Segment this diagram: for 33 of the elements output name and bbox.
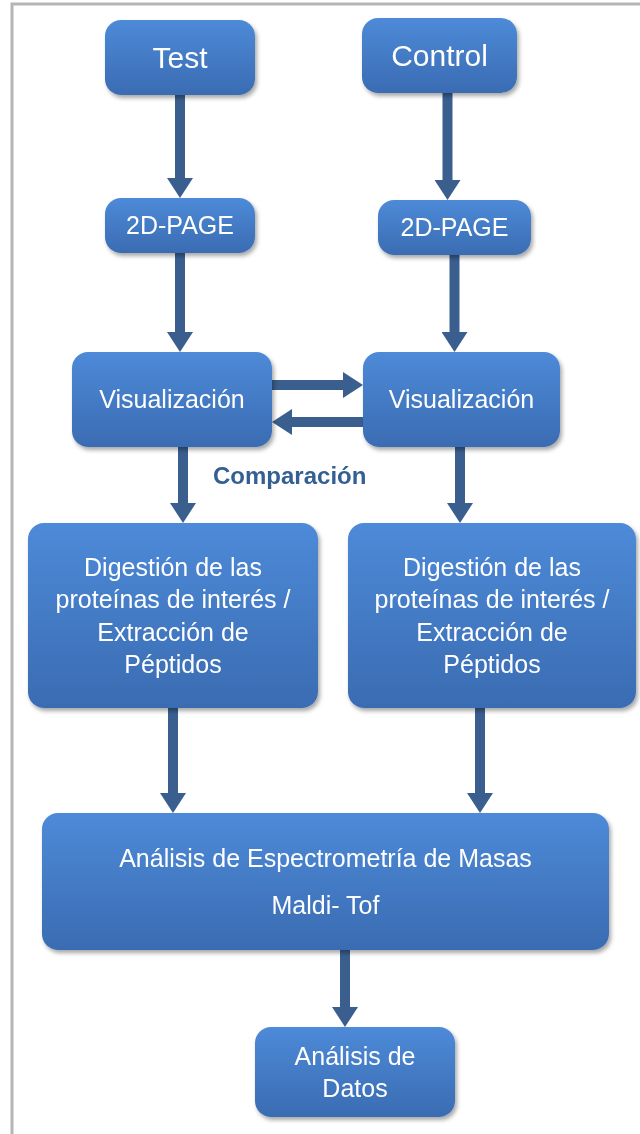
box-text: 2D-PAGE <box>400 212 509 244</box>
arrow <box>167 253 193 352</box>
arrow <box>160 708 186 813</box>
process-box <box>362 18 517 93</box>
box-text: Análisis de Datos <box>293 1040 417 1104</box>
box-text: Análisis de Espectrometría de Masas <box>119 843 532 874</box>
arrow <box>272 372 363 398</box>
box-text: Test <box>152 40 208 76</box>
box-text: Digestión de las proteínas de interés / Extracción de Péptidos <box>373 551 611 680</box>
process-box <box>363 352 560 447</box>
arrow <box>434 93 461 200</box>
comparison-label: Comparación <box>213 462 367 490</box>
arrow <box>332 950 358 1027</box>
process-box <box>378 200 531 255</box>
arrow <box>170 447 196 523</box>
process-box <box>105 20 255 95</box>
arrow <box>441 255 468 352</box>
process-box <box>28 523 318 708</box>
arrow <box>467 708 493 813</box>
arrow <box>167 95 193 198</box>
box-text: Maldi- Tof <box>271 889 380 921</box>
box-text: Digestión de las proteínas de interés / Extracción de Péptidos <box>54 551 292 680</box>
arrow <box>447 447 473 523</box>
process-box <box>105 198 255 253</box>
box-text: Control <box>391 38 488 74</box>
box-text: 2D-PAGE <box>126 210 234 242</box>
process-box <box>72 352 272 447</box>
process-box <box>42 813 609 950</box>
process-box <box>255 1027 455 1117</box>
box-text: Visualización <box>388 384 535 416</box>
process-box <box>348 523 636 708</box>
arrow <box>272 409 363 435</box>
box-text: Visualización <box>99 384 245 416</box>
